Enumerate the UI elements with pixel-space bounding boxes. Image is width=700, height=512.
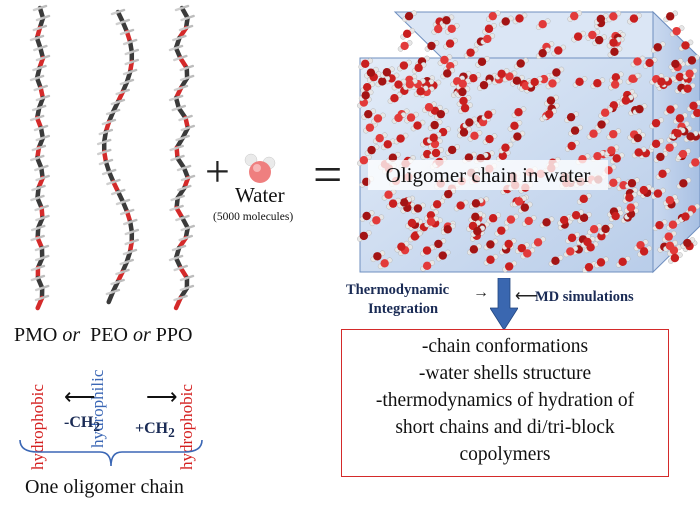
simulation-box — [357, 10, 700, 274]
pmo-chain — [29, 4, 51, 311]
result-line: -thermodynamics of hydration of — [375, 390, 635, 411]
or-label: or — [132, 324, 151, 346]
down-arrow-icon — [490, 278, 518, 330]
result-line: -water shells structure — [418, 363, 592, 384]
subscript-2: 2 — [93, 419, 100, 435]
subscript-2: 2 — [168, 425, 175, 441]
equals-sign: = — [313, 147, 343, 204]
plus-ch-text: +CH — [135, 420, 169, 437]
result-line: short chains and di/tri-block — [395, 417, 615, 438]
water-molecule-count: (5000 molecules) — [213, 211, 294, 223]
water-molecule-icon — [244, 153, 276, 183]
chain-names: PMO or PEO or PPO — [14, 324, 192, 347]
right-arrow-icon: ⟶ — [146, 384, 178, 409]
minus-ch2-label: -CH2 — [64, 414, 100, 435]
or-label: or — [62, 324, 81, 346]
box-label: Oligomer chain in water — [368, 160, 608, 190]
plus-sign: + — [205, 147, 230, 196]
result-line: copolymers — [459, 444, 551, 465]
ppo-chain — [168, 4, 196, 311]
ppo-label: PPO — [155, 324, 193, 346]
md-arrow-icon: ⟵ — [515, 288, 538, 305]
left-arrow-icon: ⟵ — [64, 384, 96, 409]
thermodynamic-integration-line1: Thermodynamic — [346, 282, 450, 298]
plus-ch2-label: +CH2 — [135, 420, 175, 441]
minus-ch-text: -CH — [64, 414, 94, 431]
peo-chain — [96, 8, 140, 305]
thermodynamic-integration-line2: Integration — [368, 301, 439, 317]
pmo-label: PMO — [14, 324, 58, 346]
result-line: -chain conformations — [421, 336, 589, 357]
md-simulations-label: MD simulations — [535, 289, 634, 305]
ti-arrow-icon: → — [473, 284, 489, 301]
curly-brace-icon — [19, 439, 203, 467]
oligomer-chains-illustration — [29, 4, 196, 311]
peo-label: PEO — [90, 324, 128, 346]
one-chain-label: One oligomer chain — [25, 476, 184, 498]
results-box: -chain conformations -water shells struc… — [341, 329, 669, 477]
water-label: Water — [235, 183, 285, 207]
